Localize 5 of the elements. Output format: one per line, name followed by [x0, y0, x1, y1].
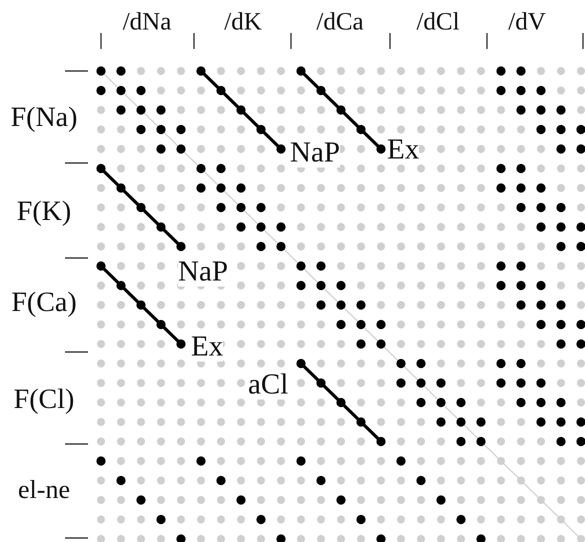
- row-label: F(Ca): [11, 289, 77, 317]
- row-label: F(K): [16, 198, 72, 226]
- row-label: F(Cl): [14, 386, 74, 414]
- coupling-label: aCl: [248, 370, 288, 400]
- row-label: F(Na): [10, 104, 78, 132]
